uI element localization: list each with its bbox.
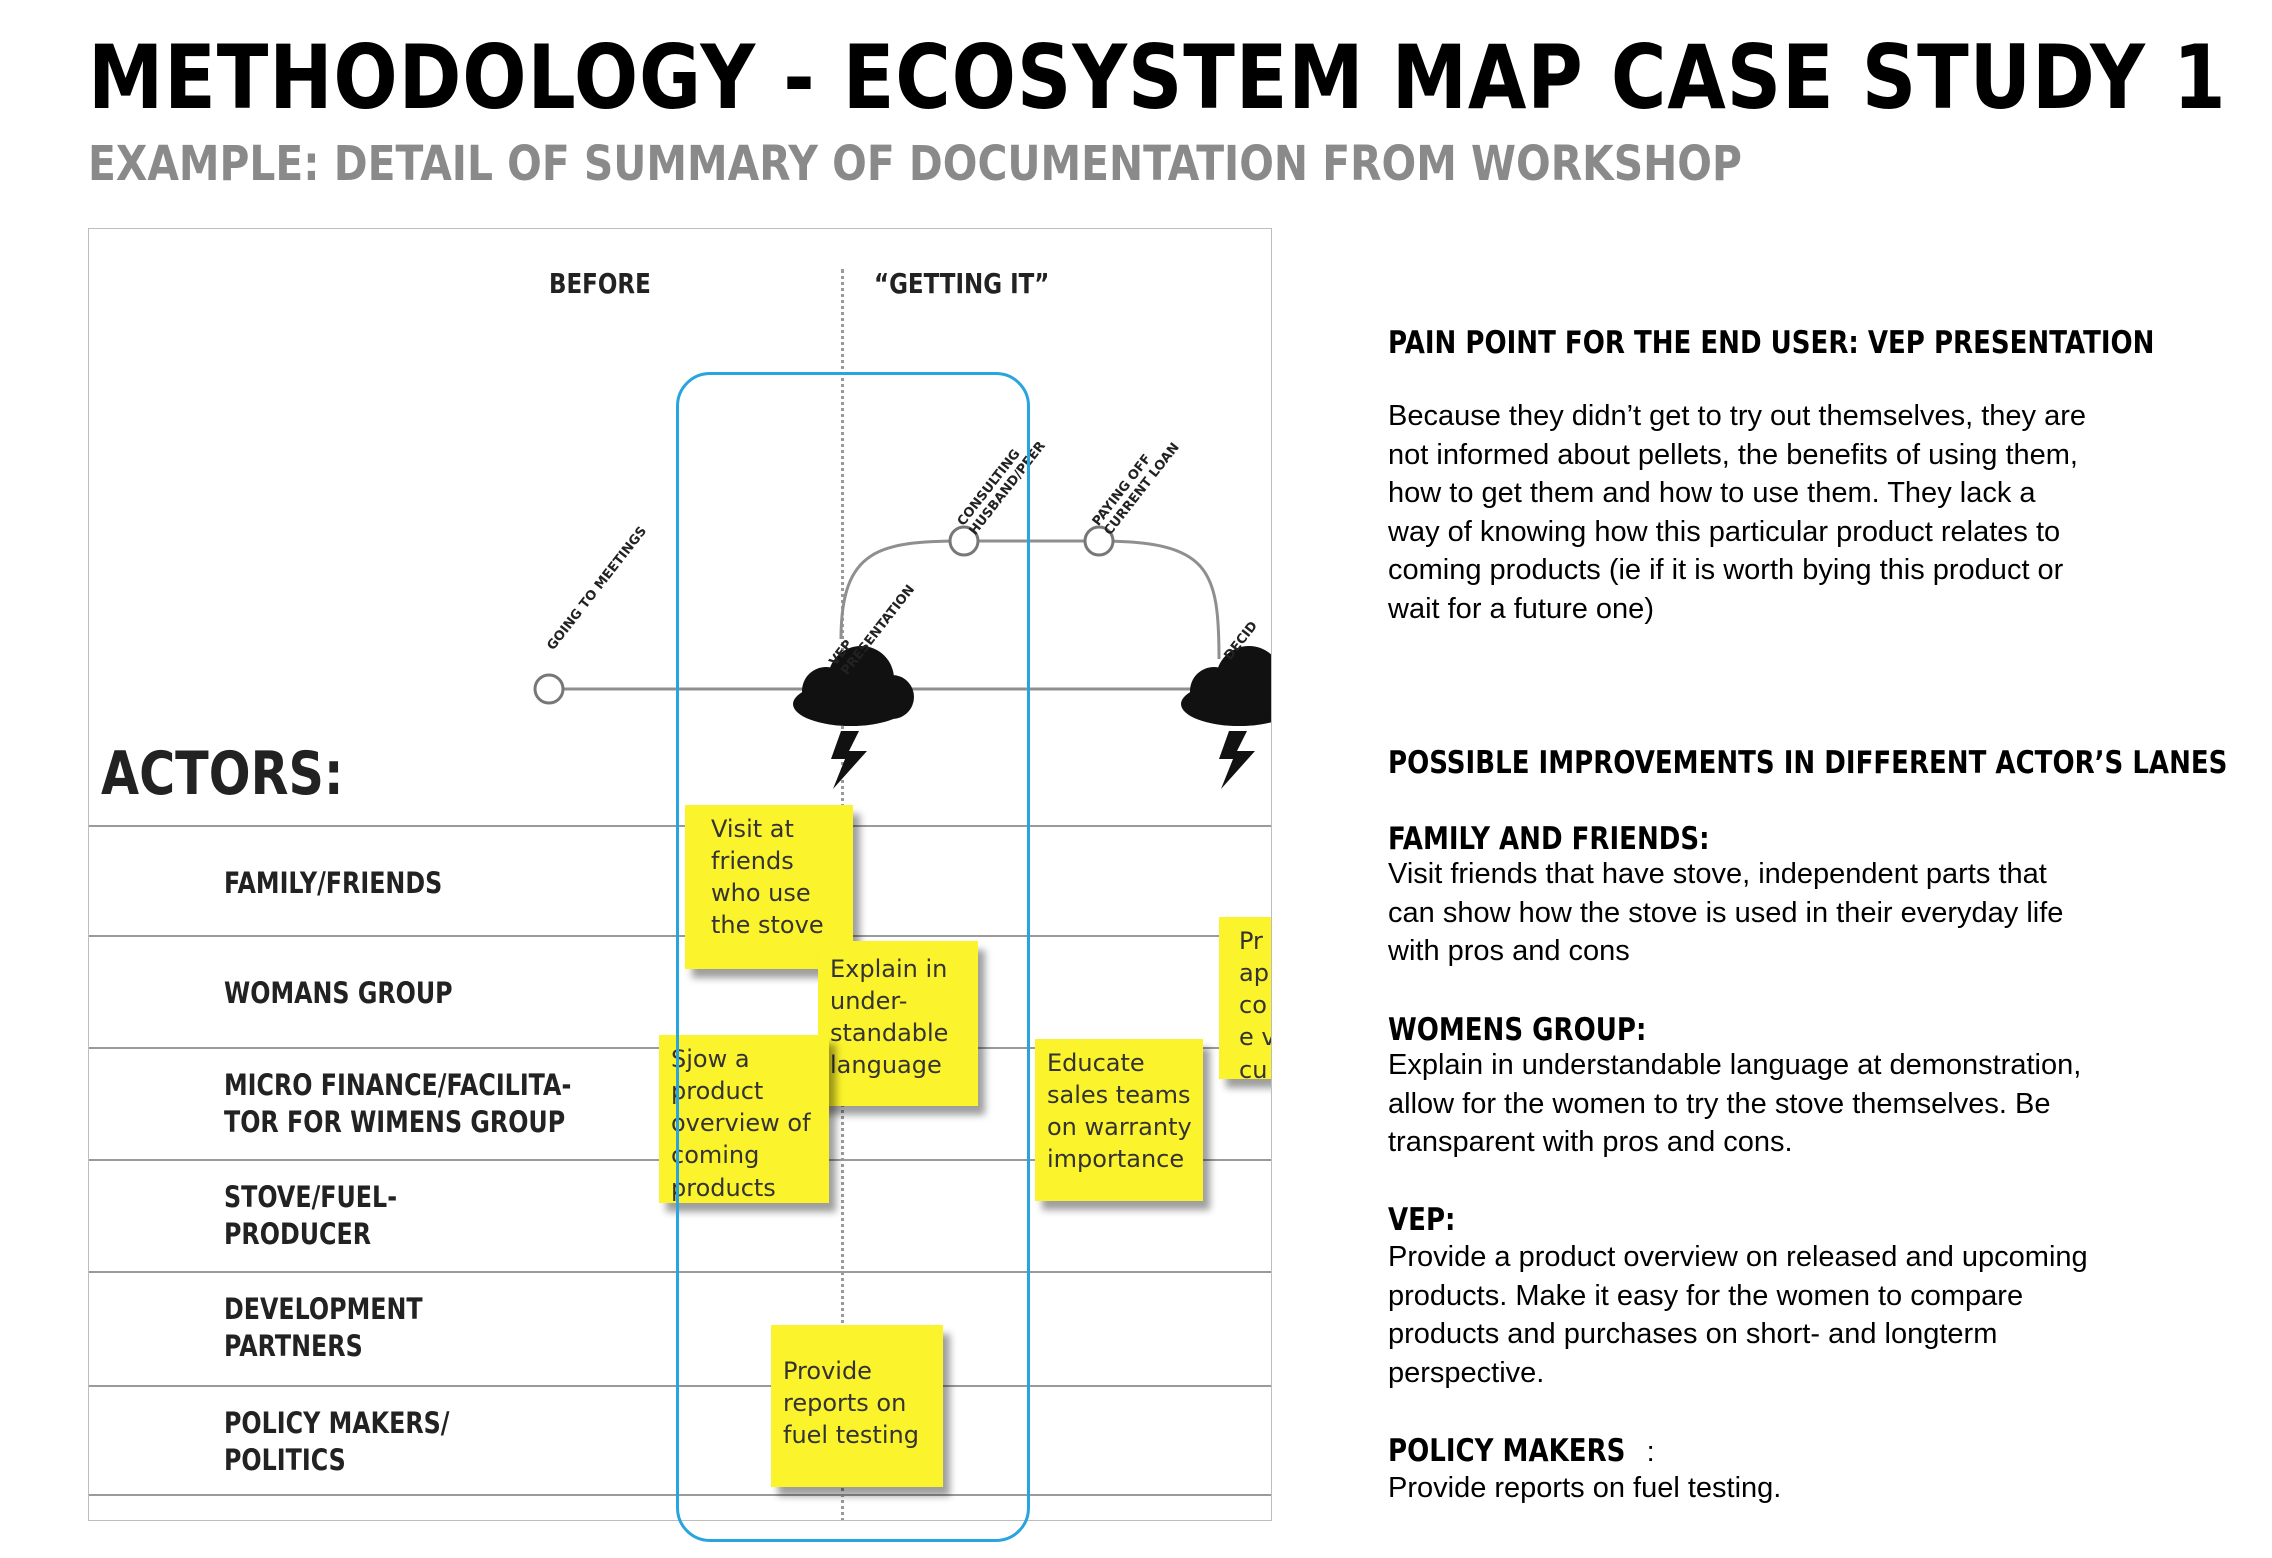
lane-label-micro-finance: MICRO FINANCE/FACILITA- TOR FOR WIMENS G… (224, 1068, 572, 1140)
sticky-note-explain-language: Explain in under- standable language (818, 941, 978, 1106)
lightning-icon (831, 731, 867, 789)
lane-label-development: DEVELOPMENT PARTNERS (224, 1292, 423, 1364)
vep-text: Provide a product overview on released a… (1388, 1241, 2088, 1389)
improvements-heading: POSSIBLE IMPROVEMENTS IN DIFFERENT ACTOR… (1388, 745, 2228, 782)
phase-before-label: BEFORE (549, 267, 651, 300)
vep-heading: VEP: (1388, 1202, 2228, 1239)
policy-heading-colon: : (1646, 1436, 1655, 1468)
storm-cloud-icon-2 (1181, 646, 1271, 789)
lane-label-family: FAMILY/FRIENDS (224, 866, 443, 900)
improvements-heading-text: POSSIBLE IMPROVEMENTS IN DIFFERENT ACTOR… (1388, 745, 2228, 781)
family-heading-text: FAMILY AND FRIENDS: (1388, 821, 1710, 857)
journey-line-graphic (533, 525, 1271, 789)
page-title: METHODOLOGY - ECOSYSTEM MAP CASE STUDY 1 (88, 26, 2227, 129)
policy-heading-text: POLICY MAKERS (1388, 1433, 1626, 1469)
family-heading: FAMILY AND FRIENDS: (1388, 821, 2228, 858)
step-node-meetings (533, 673, 565, 705)
actors-title: ACTORS: (101, 739, 344, 809)
pain-point-heading: PAIN POINT FOR THE END USER: VEP PRESENT… (1388, 325, 2228, 362)
lane-divider (89, 1494, 1271, 1496)
storm-cloud-icon (793, 646, 914, 789)
lane-divider (89, 1385, 1271, 1387)
sticky-note-product-overview: Sjow a product overview of coming produc… (659, 1035, 829, 1203)
policy-text: Provide reports on fuel testing. (1388, 1472, 1782, 1504)
sticky-note-partial: Pr ap co e v cu (1219, 917, 1271, 1079)
ecosystem-map: BEFORE “GETTING IT” GOING TO MEETINGS VE… (88, 228, 1272, 1521)
pain-point-heading-text: PAIN POINT FOR THE END USER: VEP PRESENT… (1388, 325, 2155, 361)
lane-label-womans-group: WOMANS GROUP (224, 976, 453, 1010)
womens-group-text: Explain in understandable language at de… (1388, 1049, 2082, 1158)
lightning-icon-2 (1219, 731, 1255, 789)
lane-divider (89, 1271, 1271, 1273)
womens-group-heading: WOMENS GROUP: (1388, 1012, 2228, 1049)
vep-heading-text: VEP: (1388, 1202, 1456, 1238)
step-node-loan (1083, 525, 1115, 557)
phase-getting-it-label: “GETTING IT” (874, 267, 1050, 300)
pain-point-text: Because they didn’t get to try out thems… (1388, 400, 2086, 625)
sticky-note-educate-sales: Educate sales teams on warranty importan… (1035, 1039, 1203, 1201)
womens-group-heading-text: WOMENS GROUP: (1388, 1012, 1647, 1048)
page-subtitle: EXAMPLE: DETAIL OF SUMMARY OF DOCUMENTAT… (88, 136, 1742, 192)
family-text: Visit friends that have stove, independe… (1388, 858, 2064, 967)
step-node-consulting (948, 525, 980, 557)
lane-label-stove-producer: STOVE/FUEL- PRODUCER (224, 1180, 398, 1252)
sticky-note-fuel-reports: Provide reports on fuel testing (771, 1325, 943, 1487)
lane-divider (89, 935, 1271, 937)
lane-label-policy: POLICY MAKERS/ POLITICS (224, 1406, 450, 1478)
sticky-note-visit-friends: Visit at friends who use the stove (685, 805, 853, 969)
policy-heading: POLICY MAKERS: (1388, 1433, 2228, 1470)
lane-divider (89, 825, 1271, 827)
